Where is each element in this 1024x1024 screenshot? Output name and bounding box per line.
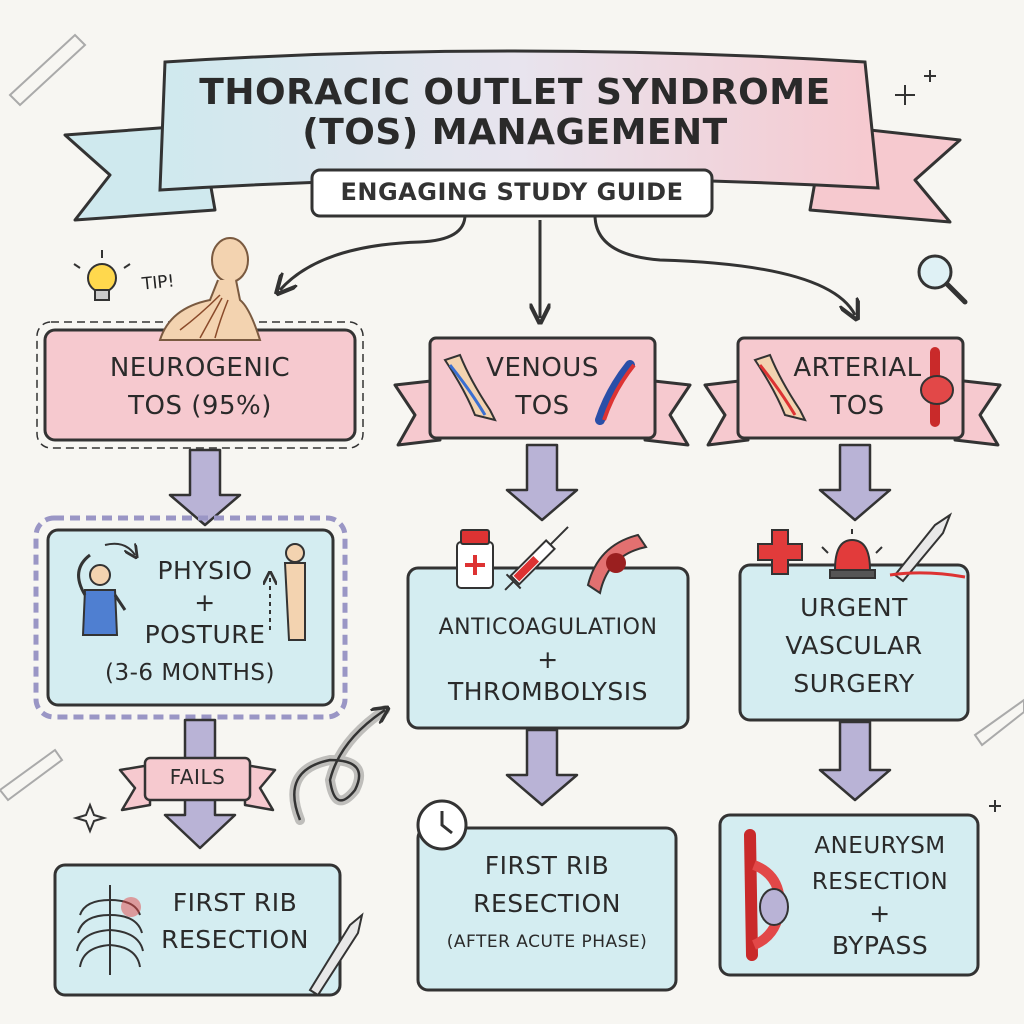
medicine-bottle-icon — [456, 529, 494, 589]
venous-step1-line1: Anticoagulation — [438, 615, 658, 640]
arterial-step2-plus: + — [869, 899, 891, 928]
venous-header-line2: TOS — [515, 391, 570, 421]
arterial-step1-line1: Urgent — [800, 593, 908, 622]
venous-step1-plus: + — [537, 645, 559, 674]
neurogenic-step1-line1: Physio — [157, 556, 253, 585]
stretch-figure-icon — [77, 542, 135, 636]
neurogenic-step2-line2: Resection — [161, 925, 309, 954]
arterial-step2-line2: Resection — [811, 869, 949, 895]
title-line-1: Thoracic Outlet Syndrome — [199, 72, 831, 113]
subtitle: Engaging Study Guide — [340, 178, 684, 206]
magnifier-icon — [917, 254, 968, 305]
clot-icon — [586, 533, 648, 595]
neurogenic-step1-box — [46, 528, 335, 707]
surgery-scalpel-icon — [889, 512, 966, 583]
venous-step2-line2: Resection — [473, 889, 621, 918]
neurogenic-step1-line3: (3-6 Months) — [105, 660, 275, 686]
neurogenic-header-line1: Neurogenic — [109, 353, 291, 383]
neurogenic-header-line2: TOS (95%) — [128, 391, 272, 421]
posture-figure-icon — [270, 543, 306, 641]
neurogenic-step2-line1: First Rib — [172, 888, 298, 917]
arm-vein-icon — [443, 353, 497, 422]
venous-step2-box — [416, 826, 678, 992]
red-cross-icon — [757, 529, 803, 575]
arterial-step1-line2: Vascular — [785, 631, 923, 660]
clock-icon — [416, 799, 468, 851]
fails-label: Fails — [169, 765, 226, 789]
venous-step2-line1: First Rib — [484, 851, 610, 880]
venous-step1-box — [406, 566, 690, 730]
arterial-header-line2: TOS — [830, 391, 885, 421]
arterial-step2-box — [718, 813, 980, 977]
ribcage-icon — [76, 885, 144, 975]
venous-header-line1: Venous — [486, 353, 599, 383]
nerve-body-icon — [158, 237, 262, 341]
neurogenic-step1-line2: Posture — [144, 620, 266, 649]
title-line-2: (TOS) Management — [302, 112, 728, 153]
scalpel-icon — [308, 912, 364, 997]
arterial-step2-line1: Aneurysm — [814, 833, 946, 859]
artery-aneurysm-icon — [920, 347, 954, 427]
sparkle-icon — [72, 70, 1001, 834]
venous-step2-line3: (After Acute Phase) — [446, 932, 648, 952]
neurogenic-step2-box — [53, 863, 342, 997]
tip-label: TIP! — [141, 271, 176, 295]
subtitle-box — [310, 168, 714, 218]
arm-artery-icon — [753, 353, 807, 422]
pencil-icon — [0, 33, 1024, 802]
lightbulb-icon — [73, 250, 131, 301]
venous-step1-line2: Thrombolysis — [447, 677, 649, 706]
fails-ribbon — [143, 756, 252, 802]
vein-clot-icon — [595, 360, 636, 425]
neurogenic-step1-plus: + — [194, 588, 216, 617]
siren-icon — [821, 529, 883, 579]
aneurysm-graft-icon — [744, 829, 789, 961]
syringe-icon — [504, 526, 569, 591]
arterial-header-line1: Arterial — [793, 353, 922, 383]
arterial-step1-line3: Surgery — [793, 669, 915, 698]
arterial-step2-line3: Bypass — [831, 931, 929, 960]
